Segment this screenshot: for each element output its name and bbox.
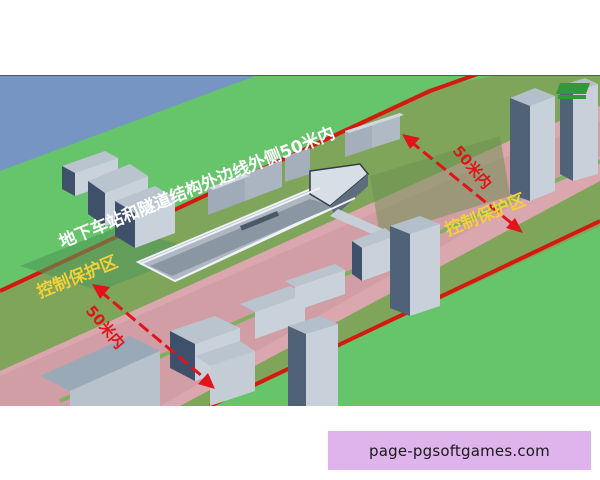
tower-center-right bbox=[390, 216, 440, 316]
distance-arrow-right bbox=[402, 134, 523, 233]
tower-right-2 bbox=[560, 78, 598, 181]
tower-center-bottom bbox=[288, 316, 338, 406]
building-bottom-left bbox=[40, 316, 255, 406]
building-left-1 bbox=[62, 151, 118, 196]
metro-protection-zone-diagram: 地下车站和隧道结构外边线外侧50米内 控制保护区 控制保护区 50米内 50米内 bbox=[0, 75, 600, 406]
green-logo-icon bbox=[556, 83, 590, 99]
building-left-3 bbox=[115, 186, 175, 248]
building-row-top bbox=[208, 113, 404, 215]
distance-arrow-left bbox=[92, 284, 215, 389]
tower-right-1 bbox=[510, 88, 555, 201]
building-center-low bbox=[240, 228, 395, 339]
caption-text: page-pgsoftgames.com bbox=[369, 441, 550, 460]
metro-station bbox=[135, 163, 410, 283]
watermark-caption: page-pgsoftgames.com bbox=[328, 431, 591, 470]
